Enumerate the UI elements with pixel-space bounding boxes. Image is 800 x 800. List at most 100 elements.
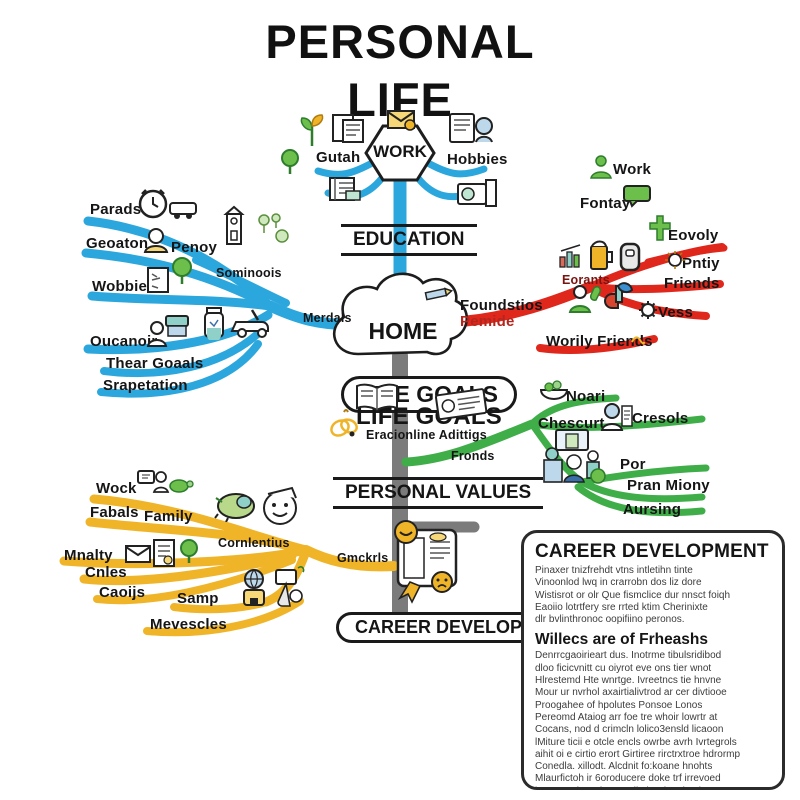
- life-goals-subtitle: Eracionline Adittigs: [366, 428, 487, 442]
- career-box-line: Proogahee of hpolutes Ponsoe Lonos: [535, 699, 703, 711]
- grad-smiley-icon: [263, 486, 297, 525]
- documents-icon: [332, 114, 364, 143]
- notebook-icon: [329, 177, 361, 201]
- home-node-label: HOME: [368, 318, 438, 344]
- node-hobbies: Hobbies: [447, 151, 508, 168]
- speech-bubble-icon: [623, 185, 651, 208]
- node-chescurt: Chescurt: [538, 415, 605, 432]
- book-icon: [356, 383, 398, 412]
- beer-icon: [590, 240, 613, 270]
- career-box-title: CAREER DEVELOPMENT: [535, 541, 769, 562]
- career-box-line: aihit oi e cirtio erort Girtiree rirctrx…: [535, 748, 741, 760]
- node-cresols: Cresols: [632, 410, 689, 427]
- node-pran-miony: Pran Miony: [627, 477, 710, 494]
- document-icon: [147, 267, 169, 293]
- reader-person-icon: [600, 403, 633, 431]
- career-box-line: Vinoonlod lwq in crarrobn dos liz dore: [535, 577, 702, 589]
- computer-person-icon: [137, 470, 170, 493]
- branch-label-merdals: Merdals: [303, 311, 352, 325]
- node-noari: Noari: [566, 388, 606, 405]
- career-box-line: Denrrcgaoirieart dus. Inotrme tibulsridi…: [535, 650, 722, 662]
- flowers-icon: [258, 213, 289, 243]
- envelope-icon: [387, 110, 416, 131]
- person-icon: [146, 321, 168, 347]
- node-penoy: Penoy: [171, 239, 218, 256]
- career-box-line: Pinaxer tnizfrehdt vtns intletihn tinte: [535, 565, 693, 576]
- envelope2-icon: [125, 545, 151, 563]
- ribbon-icon: [397, 581, 422, 604]
- tower-icon: [223, 205, 245, 245]
- work-node-label: WORK: [373, 142, 427, 161]
- flask-person-icon: [275, 566, 305, 607]
- tree3-icon: [180, 539, 198, 563]
- sad-face-icon: [431, 571, 453, 593]
- node-gutah: Gutah: [316, 149, 361, 166]
- turtle-icon: [214, 493, 255, 522]
- node-eovoly: Eovoly: [668, 227, 719, 244]
- branch-label-gmckrls: Gmckrls: [337, 551, 389, 565]
- career-box-line: Conedla. xillodt. Alcdnit fo:koane hnoht…: [535, 761, 713, 773]
- node-worily-friends: Worily Friends: [546, 333, 653, 350]
- career-box-subheading: Willecs are of Frheashs: [535, 631, 709, 649]
- node-family: Family: [144, 508, 193, 525]
- copier-icon: [165, 315, 189, 337]
- node-aursing: Aursing: [623, 501, 682, 518]
- phone-icon: [619, 242, 641, 272]
- node-srapetation: Srapetation: [103, 377, 188, 394]
- node-parads: Parads: [90, 201, 142, 218]
- node-oucanoir: Oucanoir: [90, 333, 158, 350]
- bulb-icon: [330, 409, 358, 437]
- printer-icon: [457, 179, 497, 207]
- career-box-line: Wistisrot or olr Que fismclice dur nnsct…: [535, 589, 731, 601]
- node-friends: Friends: [664, 275, 720, 292]
- career-box-line: Eaoiio lotrtfery sre rrted ktim Cherinix…: [535, 601, 708, 613]
- tree2-icon: [172, 257, 192, 284]
- node-sominoois: Sominoois: [216, 266, 282, 280]
- personal-values-sign: PERSONAL VALUES: [333, 477, 544, 509]
- sprout-icon: [300, 114, 324, 146]
- node-work-right: Work: [613, 161, 652, 178]
- career-box-line: Mour ur nvrhol axairtialivtrod ar cer di…: [535, 687, 727, 699]
- node-pntiy: Pntiy: [682, 255, 720, 272]
- jar-icon: [204, 307, 224, 340]
- smiley-icon: [394, 520, 418, 544]
- pencil-icon: [424, 287, 454, 301]
- letter-icon: [434, 388, 488, 420]
- node-fabals: Fabals: [90, 504, 139, 521]
- node-thear-goaals: Thear Goaals: [106, 355, 204, 372]
- cactus-person-icon: [568, 285, 601, 313]
- career-box-line: Hlrestemd Hte wnrtge. Ivreetncs tie hnvn…: [535, 675, 722, 687]
- mower-icon: [230, 309, 269, 338]
- career-box-line: lMiture ticii e otcle encls owrbe avrh I…: [535, 736, 737, 748]
- node-mevescles: Mevescles: [150, 616, 227, 633]
- career-box-line: Pereomd Ataiog arr foe tre whoir lowrtr …: [535, 711, 718, 723]
- branch-label-fronds: Fronds: [451, 449, 495, 463]
- education-sign: EDUCATION: [341, 224, 477, 256]
- classroom-icon: [543, 429, 606, 484]
- career-box-line: in torgeatitoy, the o n dimbe dee tlvarb…: [535, 786, 771, 787]
- small-turtle-icon: [169, 479, 194, 493]
- page-title-line1: PERSONAL: [265, 15, 535, 68]
- node-vess: Vess: [658, 304, 694, 321]
- bar-chart-icon: [559, 244, 581, 268]
- node-samp: Samp: [177, 590, 219, 607]
- career-development-box: CAREER DEVELOPMENT Pinaxer tnizfrehdt vt…: [521, 530, 785, 790]
- node-foundstios: Foundstios: [460, 297, 543, 314]
- person-badge-icon: [143, 228, 169, 253]
- node-fontay: Fontay: [580, 195, 631, 212]
- career-box-line: Cocans, nod d crimcln lolico3ensld licao…: [535, 724, 724, 736]
- tree-icon: [281, 149, 299, 174]
- sun-icon: [665, 251, 685, 269]
- squiggle-icon: [631, 336, 645, 345]
- salad-icon: [539, 380, 569, 400]
- cross-icon: [649, 215, 671, 241]
- node-mnalty: Mnalty: [64, 547, 113, 564]
- node-pemide: Pemide: [460, 313, 515, 330]
- clock-icon: [138, 189, 168, 219]
- branch-label-cornlentius: Cornlentius: [218, 536, 290, 550]
- career-box-line: Mlaurfictoh ir 6oroducere doke trf irrev…: [535, 773, 721, 785]
- globe-person-icon: [243, 569, 265, 606]
- document2-icon: [153, 539, 175, 567]
- node-geoaton: Geoaton: [86, 235, 149, 252]
- career-box-line: dloo ficicvnitt cu oiyrot eve ons tier w…: [535, 662, 712, 674]
